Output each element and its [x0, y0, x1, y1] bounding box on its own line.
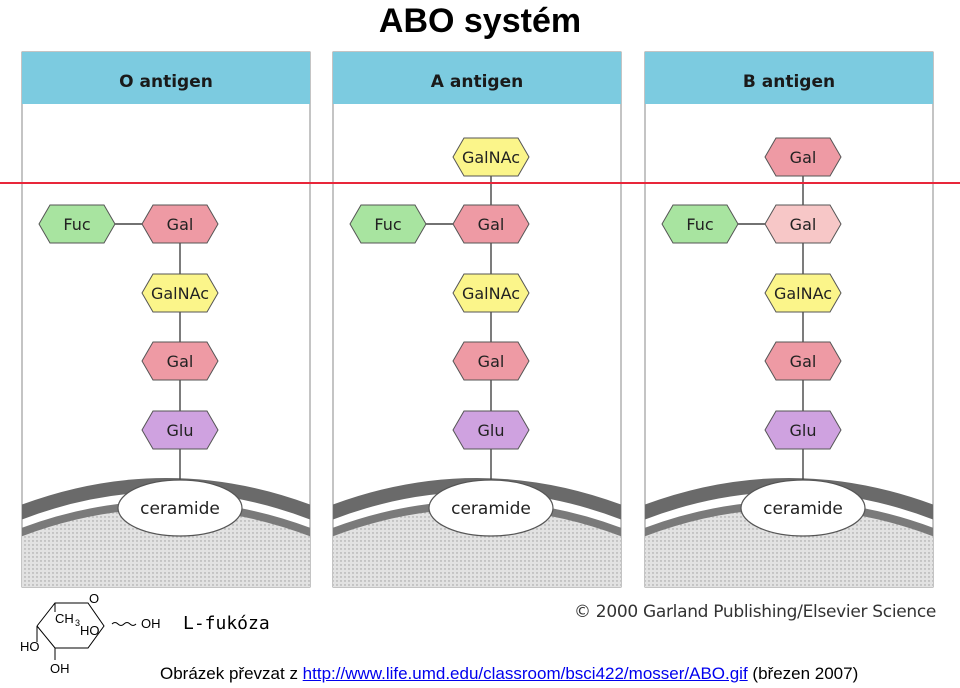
ceramide: ceramide: [428, 479, 554, 537]
sugar-chain-2-label: Gal: [478, 352, 505, 371]
sugar-chain-2: Gal: [141, 341, 219, 381]
fucose-ch3: CH: [55, 611, 74, 626]
sugar-fuc-label: Fuc: [63, 215, 90, 234]
sugar-chain-2-shape: [764, 341, 842, 381]
sugar-fuc-label: Fuc: [374, 215, 401, 234]
sugar-chain-0-label: Gal: [167, 215, 194, 234]
sugar-chain-2: Gal: [764, 341, 842, 381]
sugar-fuc-shape: [661, 204, 739, 244]
sugar-fuc: Fuc: [38, 204, 116, 244]
sugar-fuc-label: Fuc: [686, 215, 713, 234]
panel-header: O antigen: [119, 72, 213, 92]
panel-header-bg: [645, 52, 933, 104]
sugar-chain-2-shape: [452, 341, 530, 381]
ceramide: ceramide: [740, 479, 866, 537]
sugar-fuc: Fuc: [661, 204, 739, 244]
sugar-chain-3-shape: [764, 410, 842, 450]
sugar-chain-0: Gal: [764, 204, 842, 244]
sugar-chain-0-shape: [452, 204, 530, 244]
sugar-chain-0-label: Gal: [478, 215, 505, 234]
sugar-chain-1-label: GalNAc: [151, 284, 209, 303]
fucose-ho-left: HO: [20, 639, 40, 654]
sugar-chain-3: Glu: [764, 410, 842, 450]
source-line: Obrázek převzat z http://www.life.umd.ed…: [160, 664, 858, 684]
fucose-ho-inner: HO: [80, 623, 100, 638]
sugar-top: GalNAc: [452, 137, 530, 177]
source-link[interactable]: http://www.life.umd.edu/classroom/bsci42…: [302, 664, 748, 683]
sugar-chain-1: GalNAc: [141, 273, 219, 313]
sugar-fuc-shape: [349, 204, 427, 244]
sugar-chain-3-label: Glu: [167, 421, 194, 440]
panel-header-bg: [333, 52, 621, 104]
sugar-chain-3: Glu: [141, 410, 219, 450]
ceramide-label: ceramide: [451, 499, 531, 519]
sugar-top: Gal: [764, 137, 842, 177]
sugar-chain-0-shape: [764, 204, 842, 244]
sugar-chain-2-label: Gal: [167, 352, 194, 371]
sugar-top-label: GalNAc: [462, 148, 520, 167]
sugar-chain-0: Gal: [452, 204, 530, 244]
sugar-chain-3: Glu: [452, 410, 530, 450]
panel-header: A antigen: [431, 72, 523, 92]
sugar-chain-3-label: Glu: [478, 421, 505, 440]
sugar-chain-2: Gal: [452, 341, 530, 381]
sugar-chain-0-shape: [141, 204, 219, 244]
sugar-chain-1-label: GalNAc: [774, 284, 832, 303]
ceramide-label: ceramide: [140, 499, 220, 519]
fucose-oh-bottom: OH: [50, 661, 70, 676]
sugar-chain-1-shape: [452, 273, 530, 313]
sugar-top-label: Gal: [790, 148, 817, 167]
sugar-top-shape: [764, 137, 842, 177]
sugar-chain-0-label: Gal: [790, 215, 817, 234]
source-prefix: Obrázek převzat z: [160, 664, 303, 683]
source-suffix: (březen 2007): [747, 664, 859, 683]
sugar-fuc-shape: [38, 204, 116, 244]
sugar-chain-1: GalNAc: [452, 273, 530, 313]
copyright-notice: © 2000 Garland Publishing/Elsevier Scien…: [574, 602, 937, 622]
fucose-oh-right: OH: [141, 616, 161, 631]
panel-header: B antigen: [743, 72, 835, 92]
sugar-chain-2-shape: [141, 341, 219, 381]
fucose-ch3-sub: 3: [75, 618, 80, 628]
page-title: ABO systém: [378, 2, 582, 40]
sugar-chain-1-shape: [141, 273, 219, 313]
sugar-top-shape: [452, 137, 530, 177]
ceramide-label: ceramide: [763, 499, 843, 519]
panel-header-bg: [22, 52, 310, 104]
sugar-chain-0: Gal: [141, 204, 219, 244]
fucose-ring-oxygen: O: [89, 591, 99, 606]
sugar-fuc: Fuc: [349, 204, 427, 244]
sugar-chain-1-label: GalNAc: [462, 284, 520, 303]
ceramide: ceramide: [117, 479, 243, 537]
fucose-label: L-fukóza: [183, 613, 270, 634]
sugar-chain-3-label: Glu: [790, 421, 817, 440]
sugar-chain-3-shape: [141, 410, 219, 450]
sugar-chain-2-label: Gal: [790, 352, 817, 371]
fucose-structure: O CH 3 HO OH HO OH: [20, 591, 161, 676]
sugar-chain-3-shape: [452, 410, 530, 450]
sugar-chain-1-shape: [764, 273, 842, 313]
sugar-chain-1: GalNAc: [764, 273, 842, 313]
